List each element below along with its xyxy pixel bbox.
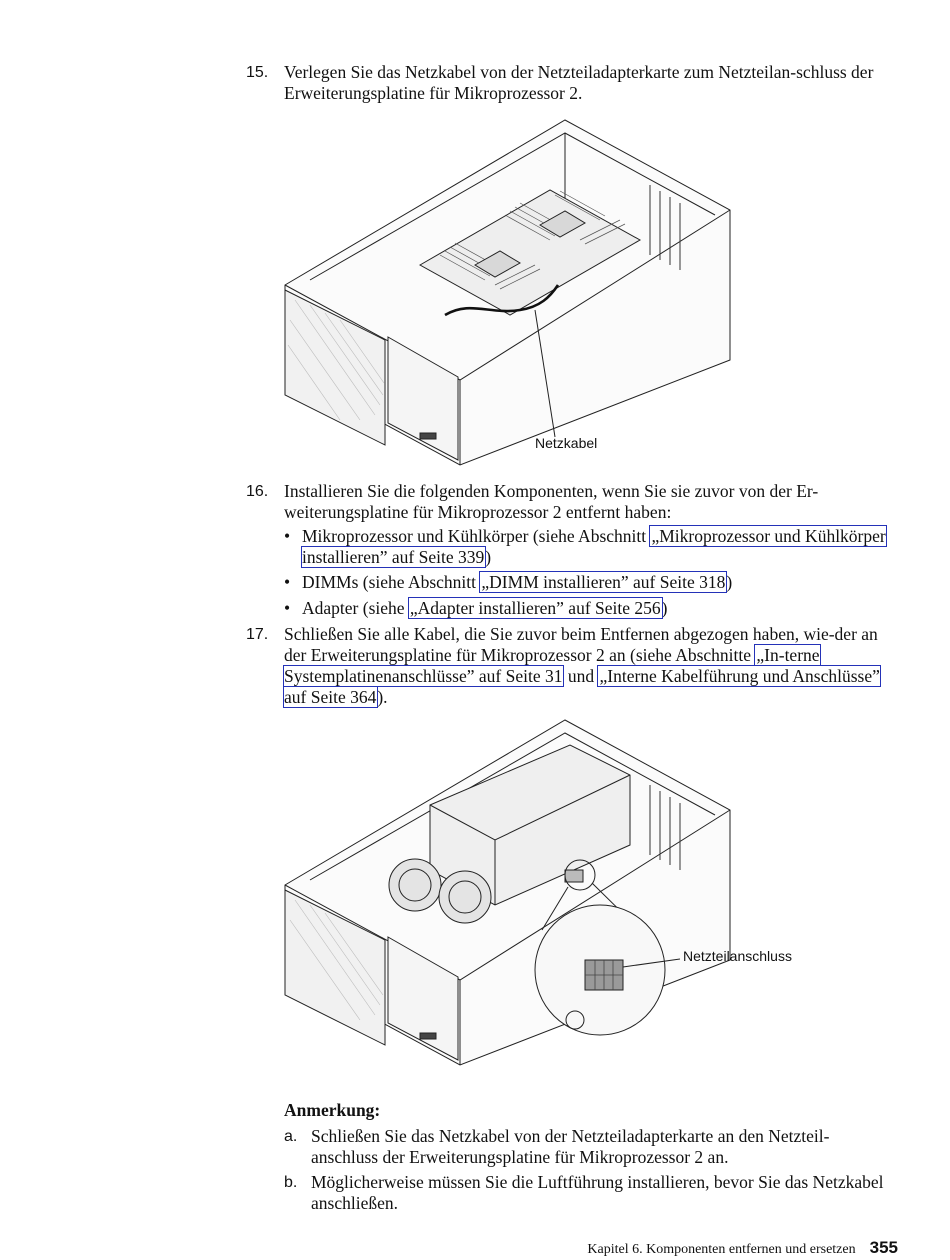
note-item: a. Schließen Sie das Netzkabel von der N…: [284, 1126, 894, 1168]
step-number: 17.: [246, 626, 269, 643]
page-number: 355: [869, 1238, 898, 1257]
step-text: Schließen Sie alle Kabel, die Sie zuvor …: [284, 624, 878, 665]
server-power-cable-illustration: Netzkabel: [284, 119, 731, 466]
step-number: 15.: [246, 64, 269, 81]
note-letter: b.: [284, 1174, 298, 1191]
note-text: Schließen Sie das Netzkabel von der Netz…: [311, 1126, 830, 1167]
bullet-text: Adapter (siehe: [302, 598, 409, 618]
note-heading: Anmerkung:: [284, 1100, 381, 1120]
note-letter: a.: [284, 1128, 298, 1145]
server-power-connector-illustration: Netzteilanschluss: [284, 719, 792, 1066]
bullet-suffix: ): [661, 598, 668, 618]
callout-netzkabel: Netzkabel: [535, 435, 597, 451]
list-item: • Mikroprozessor und Kühlkörper (siehe A…: [284, 525, 894, 568]
step-15: 15. Verlegen Sie das Netzkabel von der N…: [246, 62, 896, 104]
step-number: 16.: [246, 483, 269, 500]
bullet-dot: •: [284, 526, 291, 546]
note-text: Möglicherweise müssen Sie die Luftführun…: [311, 1172, 884, 1213]
bullet-suffix: ): [485, 547, 492, 567]
link-mikroprozessor-installieren[interactable]: „Mikroprozessor und Kühlkörper installie…: [301, 525, 887, 568]
step-text: Verlegen Sie das Netzkabel von der Netzt…: [284, 62, 874, 103]
step-text: Installieren Sie die folgenden Komponent…: [284, 481, 819, 522]
bullet-text: Mikroprozessor und Kühlkörper (siehe Abs…: [302, 526, 651, 546]
bullet-suffix: ): [726, 572, 733, 592]
bullet-dot: •: [284, 572, 291, 592]
note-item: b. Möglicherweise müssen Sie die Luftfüh…: [284, 1172, 894, 1214]
page-footer: Kapitel 6. Komponenten entfernen und ers…: [587, 1238, 898, 1258]
step-text-joiner: und: [563, 666, 599, 686]
step-17: 17. Schließen Sie alle Kabel, die Sie zu…: [246, 624, 896, 708]
step-text-end: ).: [377, 687, 388, 707]
link-adapter-installieren[interactable]: „Adapter installieren” auf Seite 256: [407, 597, 663, 619]
link-interne-systemplatinenanschluesse[interactable]: „In-terne Systemplatinenanschlüsse” auf …: [283, 644, 821, 687]
callout-netzteilanschluss: Netzteilanschluss: [683, 948, 792, 964]
step-16: 16. Installieren Sie die folgenden Kompo…: [246, 481, 896, 523]
link-dimm-installieren[interactable]: „DIMM installieren” auf Seite 318: [479, 571, 728, 593]
list-item: • Adapter (siehe „Adapter installieren” …: [284, 597, 894, 619]
list-item: • DIMMs (siehe Abschnitt „DIMM installie…: [284, 571, 894, 593]
bullet-text: DIMMs (siehe Abschnitt: [302, 572, 481, 592]
bullet-dot: •: [284, 598, 291, 618]
link-interne-kabelfuehrung[interactable]: „Interne Kabelführung und Anschlüsse” au…: [283, 665, 881, 708]
chapter-title: Kapitel 6. Komponenten entfernen und ers…: [587, 1242, 856, 1257]
